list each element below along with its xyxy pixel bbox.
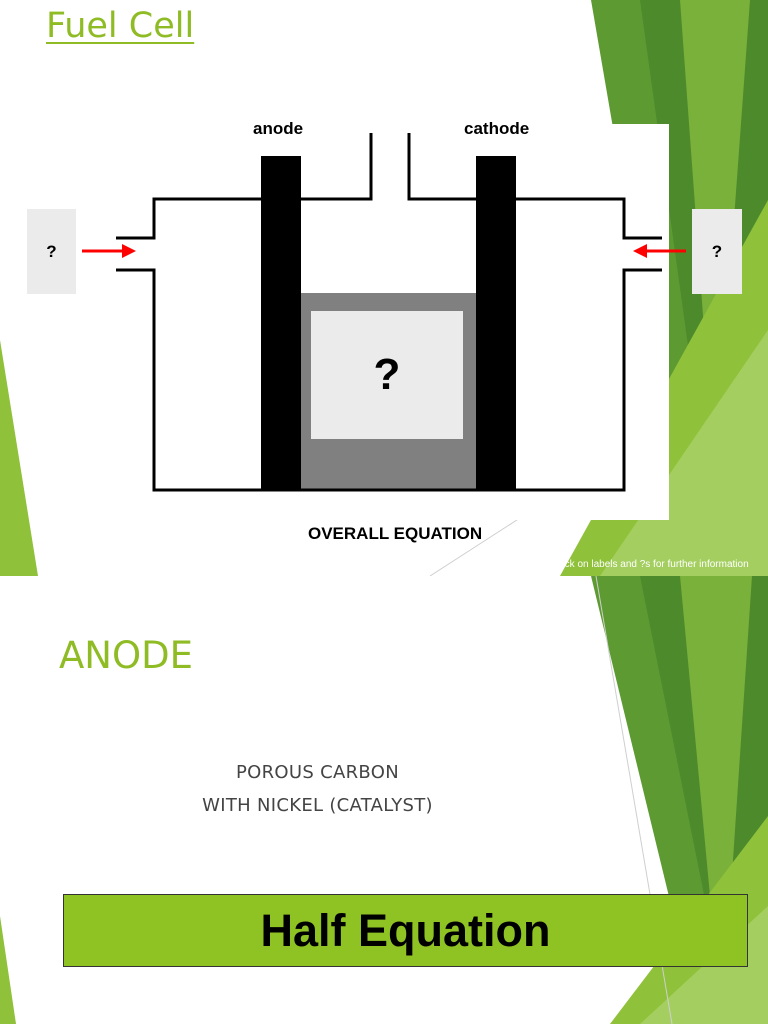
electrolyte-question-box[interactable]: ? bbox=[311, 311, 463, 439]
description-line: WITH NICKEL (CATALYST) bbox=[202, 795, 433, 816]
slide-anode: ANODE POROUS CARBON WITH NICKEL (CATALYS… bbox=[0, 576, 768, 1024]
bg-shape bbox=[0, 916, 16, 1024]
description-line: POROUS CARBON bbox=[236, 762, 399, 783]
cell-outline-bottom bbox=[116, 268, 662, 492]
left-arrow-icon bbox=[633, 244, 647, 258]
cell-outline-right-top bbox=[407, 133, 662, 240]
left-inlet-question-box[interactable]: ? bbox=[27, 209, 76, 294]
overall-equation-label[interactable]: OVERALL EQUATION bbox=[308, 524, 483, 543]
bg-line bbox=[429, 517, 521, 576]
cathode-label[interactable]: cathode bbox=[464, 119, 530, 138]
hint-text: Click on labels and ?s for further infor… bbox=[553, 559, 749, 570]
half-equation-button[interactable]: Half Equation bbox=[63, 894, 748, 967]
anode-label[interactable]: anode bbox=[253, 119, 304, 138]
slide-fuel-cell: Fuel Cell ? ? ? anode cathode OVERALL EQ… bbox=[0, 0, 768, 576]
right-arrow-icon bbox=[122, 244, 136, 258]
cell-outline-left-top bbox=[116, 133, 373, 240]
bg-shape bbox=[0, 340, 38, 576]
cathode-electrode[interactable] bbox=[476, 156, 516, 490]
bg-shape bbox=[680, 576, 752, 1024]
anode-electrode[interactable] bbox=[261, 156, 301, 490]
fuel-cell-diagram bbox=[82, 133, 686, 492]
page-title[interactable]: Fuel Cell bbox=[46, 6, 195, 46]
right-inlet-question-box[interactable]: ? bbox=[692, 209, 742, 294]
section-title: ANODE bbox=[59, 634, 193, 677]
